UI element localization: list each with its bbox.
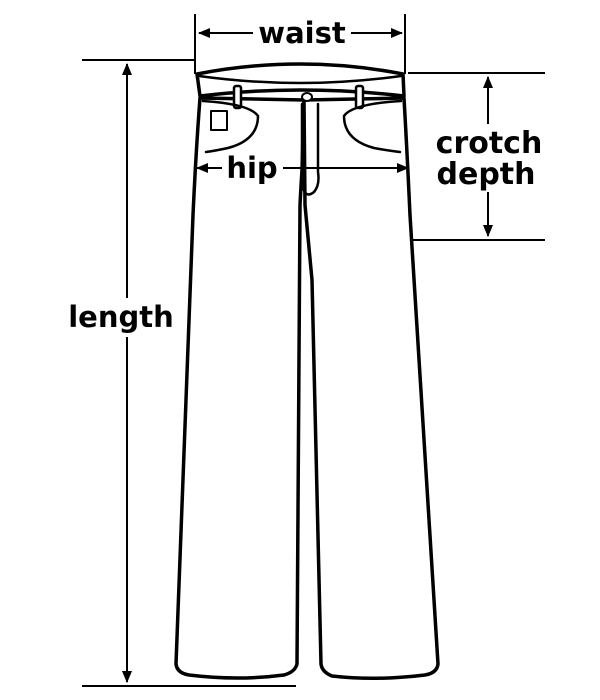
length-label: length	[68, 300, 174, 334]
waistband	[195, 62, 406, 98]
right-pocket	[342, 99, 403, 154]
left-belt-loop	[232, 84, 243, 110]
left-pocket	[201, 99, 260, 154]
waist-label: waist	[258, 16, 346, 50]
waist-button	[301, 92, 313, 102]
left-leg	[174, 96, 306, 680]
measurement-lines	[82, 14, 545, 687]
fly-stitching	[300, 102, 320, 196]
coin-pocket	[210, 110, 228, 131]
waistband-top-edge	[197, 74, 403, 85]
right-leg	[302, 96, 440, 680]
crotch-label-line1: crotch	[436, 126, 543, 161]
right-belt-loop	[354, 84, 365, 110]
crotch-label-line2: depth	[437, 157, 536, 192]
pants-outline	[174, 62, 440, 680]
hip-label: hip	[226, 151, 277, 185]
